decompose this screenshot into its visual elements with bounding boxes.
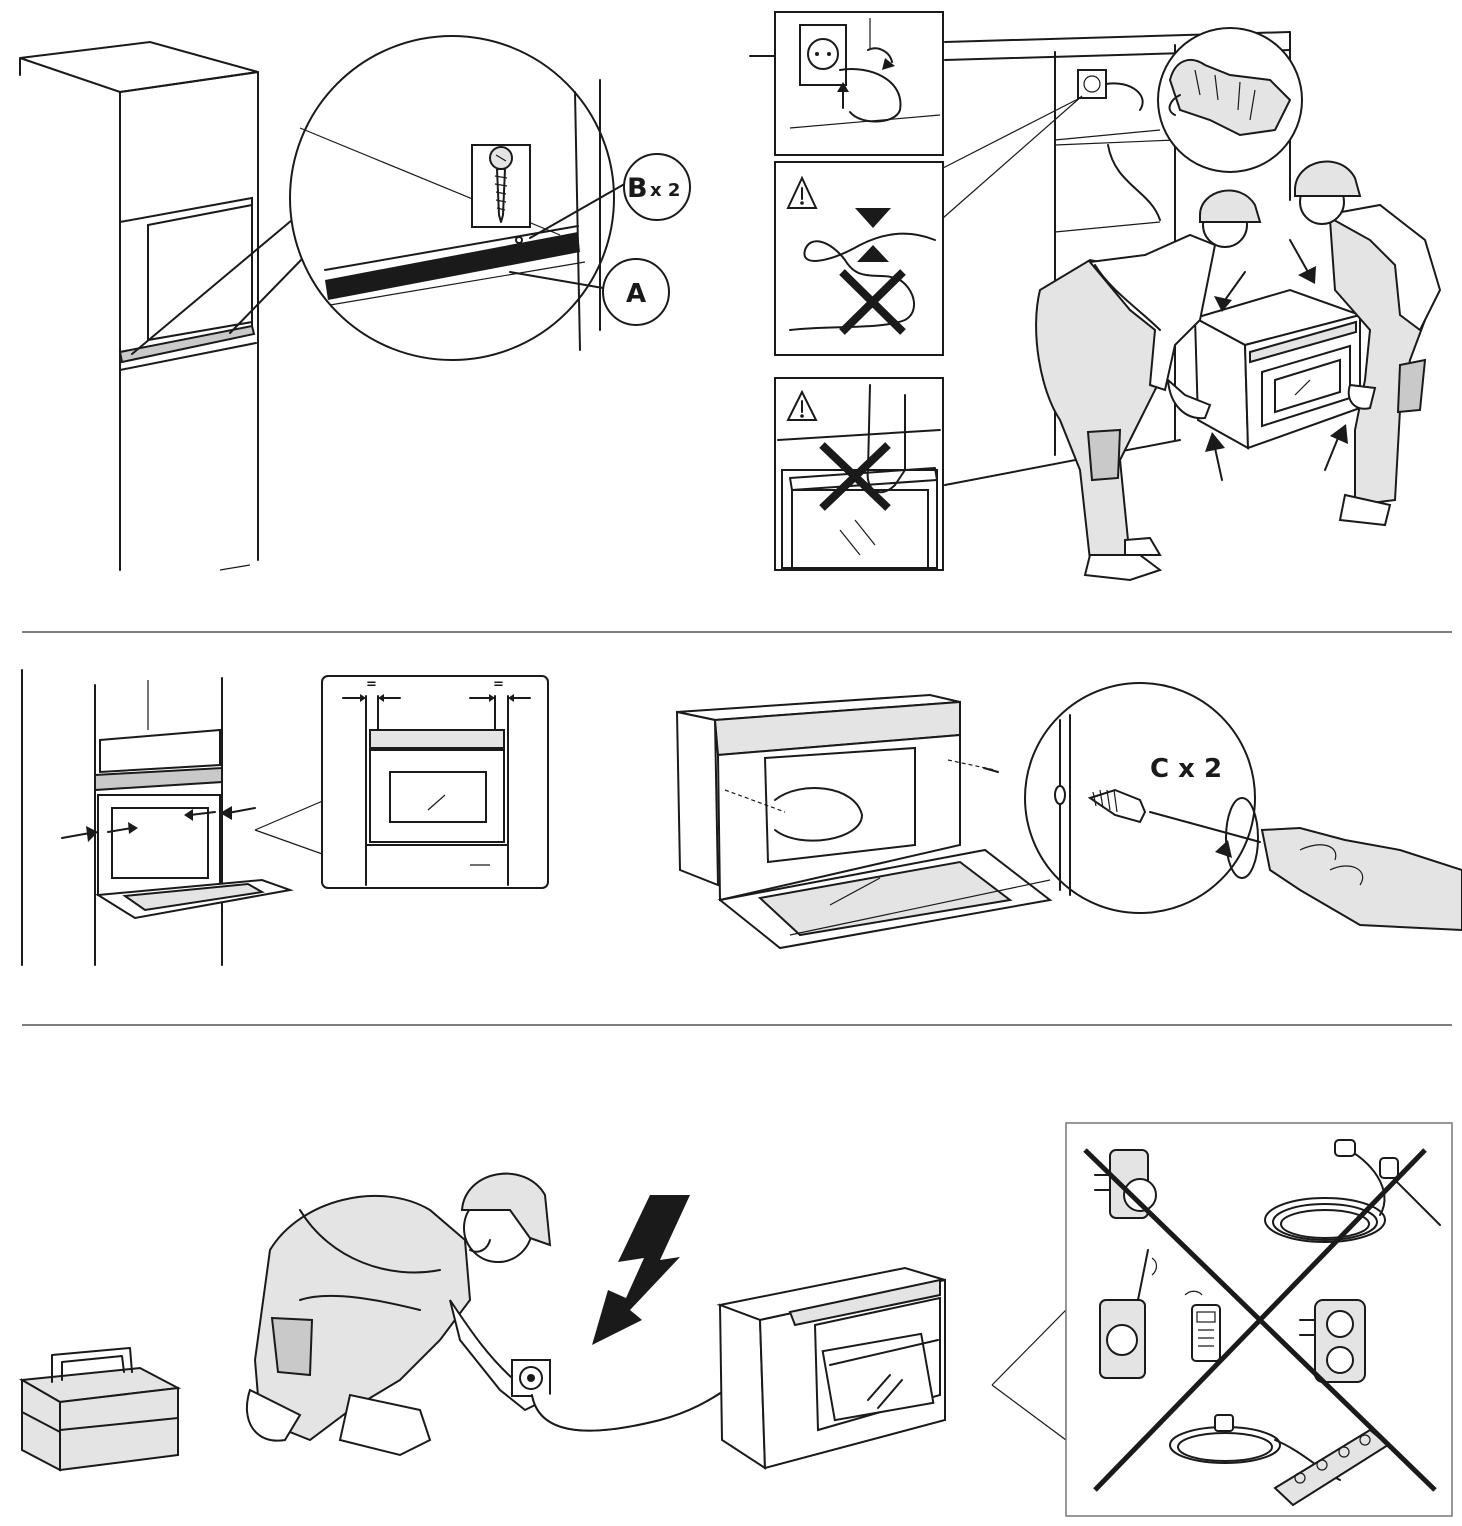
cross-x-icon bbox=[839, 269, 906, 335]
worker-left bbox=[1035, 189, 1262, 582]
inset-cable-warning bbox=[774, 161, 944, 356]
callout-a-circle bbox=[602, 258, 670, 326]
callout-b-qty: x 2 bbox=[650, 180, 680, 201]
callout-b-circle bbox=[623, 153, 691, 221]
panel-cabinet-trim: B x 2 A bbox=[19, 35, 691, 571]
warning-triangle-icon bbox=[786, 389, 818, 421]
toolbox-icon bbox=[18, 1347, 182, 1472]
zoom-circle-trim bbox=[289, 35, 615, 361]
zoom-circle-screw bbox=[1024, 682, 1256, 914]
equal-mark-right: = bbox=[493, 677, 504, 692]
panel-lifting-oven bbox=[749, 11, 1442, 582]
callout-b-letter: B bbox=[627, 173, 648, 204]
lift-arrows bbox=[1205, 239, 1348, 481]
warning-triangle-icon bbox=[786, 175, 818, 209]
callout-a-letter: A bbox=[626, 279, 646, 309]
equal-mark-left: = bbox=[366, 677, 377, 692]
lightning-bolt-icon bbox=[592, 1195, 690, 1345]
worker-crouching bbox=[245, 1172, 552, 1457]
panel-electrical bbox=[18, 1122, 1453, 1517]
worker-right bbox=[1294, 160, 1442, 527]
callout-c-label: C x 2 bbox=[1150, 754, 1222, 784]
oven-appliance bbox=[716, 1266, 946, 1470]
panel-screw-fixing: C x 2 bbox=[675, 682, 1462, 950]
cross-x-icon bbox=[819, 442, 891, 511]
cross-x-icon bbox=[1083, 1148, 1437, 1492]
panel-centering: = = bbox=[21, 669, 549, 966]
